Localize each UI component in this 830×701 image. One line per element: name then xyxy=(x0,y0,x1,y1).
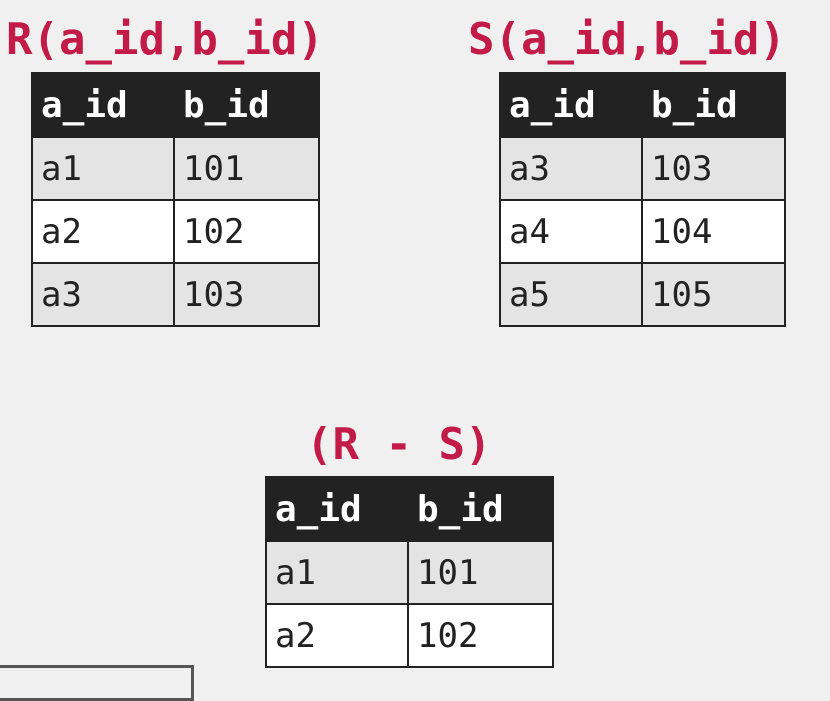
partial-box xyxy=(0,665,194,701)
table-row: a2 102 xyxy=(265,603,554,668)
table-row: a3 103 xyxy=(31,262,320,327)
table-row: a4 104 xyxy=(499,199,786,264)
column-header-b-id: b_id xyxy=(407,476,554,542)
difference-title: (R - S) xyxy=(306,419,492,470)
column-header-a-id: a_id xyxy=(265,476,409,542)
cell-a-id: a3 xyxy=(499,136,643,201)
table-row: a2 102 xyxy=(31,199,320,264)
column-header-a-id: a_id xyxy=(31,72,175,138)
cell-b-id: 102 xyxy=(407,603,554,668)
table-row: a3 103 xyxy=(499,136,786,201)
relation-s-title: S(a_id,b_id) xyxy=(468,14,786,65)
cell-b-id: 104 xyxy=(641,199,786,264)
cell-b-id: 101 xyxy=(173,136,320,201)
cell-b-id: 103 xyxy=(641,136,786,201)
table-row: a5 105 xyxy=(499,262,786,327)
cell-a-id: a2 xyxy=(265,603,409,668)
cell-a-id: a5 xyxy=(499,262,643,327)
difference-table: a_id b_id a1 101 a2 102 xyxy=(265,476,554,668)
cell-a-id: a3 xyxy=(31,262,175,327)
cell-b-id: 105 xyxy=(641,262,786,327)
cell-a-id: a2 xyxy=(31,199,175,264)
cell-a-id: a1 xyxy=(31,136,175,201)
cell-a-id: a1 xyxy=(265,540,409,605)
cell-a-id: a4 xyxy=(499,199,643,264)
relation-r-title: R(a_id,b_id) xyxy=(6,14,324,65)
cell-b-id: 101 xyxy=(407,540,554,605)
table-header-row: a_id b_id xyxy=(499,72,786,138)
cell-b-id: 103 xyxy=(173,262,320,327)
relation-s-table: a_id b_id a3 103 a4 104 a5 105 xyxy=(499,72,786,327)
column-header-a-id: a_id xyxy=(499,72,643,138)
table-row: a1 101 xyxy=(265,540,554,605)
table-header-row: a_id b_id xyxy=(265,476,554,542)
table-row: a1 101 xyxy=(31,136,320,201)
table-header-row: a_id b_id xyxy=(31,72,320,138)
relation-r-table: a_id b_id a1 101 a2 102 a3 103 xyxy=(31,72,320,327)
column-header-b-id: b_id xyxy=(173,72,320,138)
column-header-b-id: b_id xyxy=(641,72,786,138)
cell-b-id: 102 xyxy=(173,199,320,264)
